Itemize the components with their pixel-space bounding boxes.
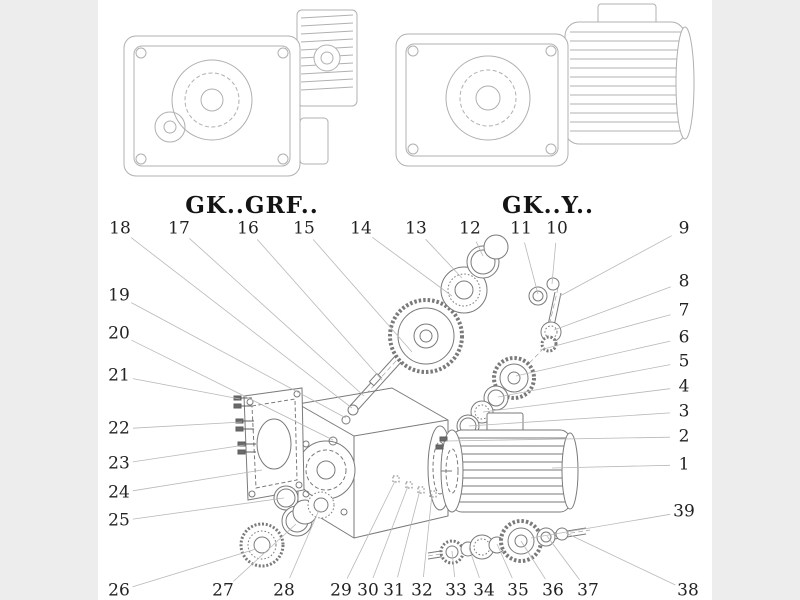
- leader-line-36: [520, 540, 546, 580]
- mounting-flange-plate: [243, 387, 305, 501]
- callout-39: 39: [673, 501, 695, 522]
- leader-line-1: [551, 464, 671, 469]
- leader-line-18: [130, 237, 353, 409]
- leader-line-32: [423, 493, 433, 578]
- callout-1: 1: [678, 454, 690, 475]
- leader-line-21: [132, 378, 241, 400]
- flange-bolts: [233, 395, 256, 455]
- leader-line-4: [482, 388, 671, 413]
- callout-21: 21: [108, 365, 130, 386]
- figure-gk-grf-drawing: [123, 9, 358, 177]
- leader-lines: [130, 235, 676, 588]
- leader-line-27: [233, 523, 297, 582]
- callout-9: 9: [678, 218, 690, 239]
- leader-line-2: [445, 436, 671, 442]
- output-bearing-and-rings: [239, 485, 335, 568]
- callout-32: 32: [411, 580, 433, 600]
- figure-gk-y-drawing: [395, 3, 695, 167]
- callout-27: 27: [212, 580, 234, 600]
- figure-label-gk-y: GK..Y..: [501, 192, 595, 219]
- figure-label-gk-grf: GK..GRF..: [185, 192, 319, 219]
- callout-15: 15: [293, 218, 315, 239]
- leader-line-33: [451, 550, 455, 578]
- callout-12: 12: [459, 218, 481, 239]
- leader-line-10: [551, 242, 557, 285]
- callout-19: 19: [108, 285, 130, 306]
- callout-14: 14: [350, 218, 372, 239]
- callout-2: 2: [678, 426, 690, 447]
- callout-11: 11: [510, 218, 532, 239]
- leader-line-8: [553, 286, 672, 331]
- leader-line-38: [565, 532, 676, 586]
- callout-29: 29: [330, 580, 352, 600]
- leader-line-26: [132, 548, 257, 588]
- callout-16: 16: [237, 218, 259, 239]
- leader-line-35: [496, 543, 513, 579]
- callout-37: 37: [577, 580, 599, 600]
- leader-line-34: [468, 547, 480, 578]
- callout-28: 28: [273, 580, 295, 600]
- leader-line-24: [132, 469, 263, 492]
- callout-7: 7: [678, 300, 690, 321]
- housing-bolt-set: [392, 475, 437, 498]
- callout-34: 34: [473, 580, 495, 600]
- leader-line-14: [372, 236, 453, 297]
- leader-line-22: [132, 421, 243, 429]
- motor-flange-bolts: [435, 436, 448, 450]
- leader-line-17: [189, 238, 365, 397]
- leader-line-12: [475, 241, 484, 257]
- callout-33: 33: [445, 580, 467, 600]
- gearbox-housing: [296, 387, 453, 539]
- callout-13: 13: [405, 218, 427, 239]
- callout-20: 20: [108, 323, 130, 344]
- leader-line-23: [132, 444, 246, 463]
- leader-line-3: [468, 412, 671, 427]
- leader-line-20: [131, 339, 334, 441]
- leader-line-31: [397, 489, 421, 578]
- callout-3: 3: [678, 401, 690, 422]
- callout-22: 22: [108, 418, 130, 439]
- right-margin: [712, 0, 800, 600]
- leader-line-9: [559, 235, 672, 297]
- callout-18: 18: [109, 218, 131, 239]
- callout-36: 36: [542, 580, 564, 600]
- callout-10: 10: [546, 218, 568, 239]
- input-shaft-and-gear: [347, 298, 464, 416]
- leader-line-6: [515, 340, 671, 377]
- leader-line-5: [497, 364, 671, 398]
- leader-line-19: [131, 302, 347, 419]
- callout-17: 17: [168, 218, 190, 239]
- callout-4: 4: [678, 376, 690, 397]
- leader-line-39: [530, 513, 671, 539]
- callout-6: 6: [678, 327, 690, 348]
- callout-26: 26: [108, 580, 130, 600]
- leader-line-13: [425, 238, 463, 279]
- leader-line-11: [524, 242, 539, 295]
- leader-line-7: [539, 314, 671, 351]
- callout-24: 24: [108, 482, 130, 503]
- callout-38: 38: [677, 580, 699, 600]
- callout-8: 8: [678, 271, 690, 292]
- callout-35: 35: [507, 580, 529, 600]
- leader-line-37: [546, 535, 580, 581]
- electric-motor: [440, 412, 579, 513]
- left-margin: [0, 0, 98, 600]
- callout-5: 5: [678, 351, 690, 372]
- leader-line-28: [289, 509, 320, 579]
- callout-23: 23: [108, 453, 130, 474]
- callout-25: 25: [108, 510, 130, 531]
- leader-line-29: [346, 480, 396, 579]
- callout-30: 30: [357, 580, 379, 600]
- leader-line-25: [132, 497, 285, 520]
- input-bearings-and-rings: [440, 234, 509, 314]
- callout-31: 31: [383, 580, 405, 600]
- leader-line-16: [257, 239, 383, 381]
- leader-line-30: [372, 485, 409, 579]
- leader-line-15: [312, 239, 413, 353]
